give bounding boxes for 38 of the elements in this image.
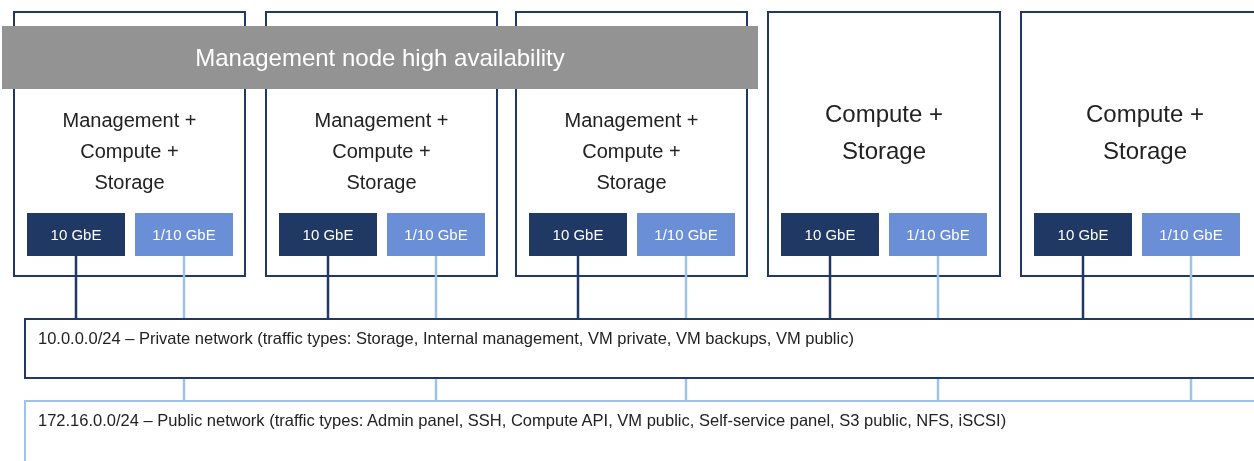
network-link [1189,379,1193,400]
port-label: 1/10 GbE [387,213,485,256]
port-label: 10 GbE [781,213,879,256]
network-link [684,256,688,318]
node-label: Compute + Storage [823,99,945,167]
port-label: 1/10 GbE [889,213,987,256]
server-node [767,11,1001,277]
node-label: Management + Compute + Storage [313,108,450,195]
network-link [74,256,78,318]
network-band [24,318,1254,379]
banner [2,26,758,89]
port-label: 1/10 GbE [135,213,233,256]
port-label: 10 GbE [1034,213,1132,256]
port-label: 10 GbE [27,213,125,256]
port-label: 10 GbE [529,213,627,256]
banner-title: Management node high availability [195,43,565,72]
network-label: 172.16.0.0/24 – Public network (traffic types: Admin panel, SSH, Compute API, VM public, Self-service panel, S3 public, NFS, iSCSI) [38,410,1008,431]
network-band [24,400,1254,461]
server-node [1020,11,1254,277]
port-label: 1/10 GbE [637,213,735,256]
network-link [936,256,940,318]
node-label: Compute + Storage [1084,99,1206,167]
network-link [1189,256,1193,318]
port-label: 10 GbE [279,213,377,256]
network-link [434,256,438,318]
network-link [182,256,186,318]
network-link [434,379,438,400]
network-link [828,256,832,318]
network-label: 10.0.0.0/24 – Private network (traffic types: Storage, Internal management, VM private, VM backups, VM public) [38,328,855,349]
node-label: Management + Compute + Storage [563,108,700,195]
port-label: 1/10 GbE [1142,213,1240,256]
network-link [576,256,580,318]
network-link [326,256,330,318]
network-link [182,379,186,400]
network-link [1081,256,1085,318]
network-link [936,379,940,400]
node-label: Management + Compute + Storage [61,108,198,195]
network-link [684,379,688,400]
